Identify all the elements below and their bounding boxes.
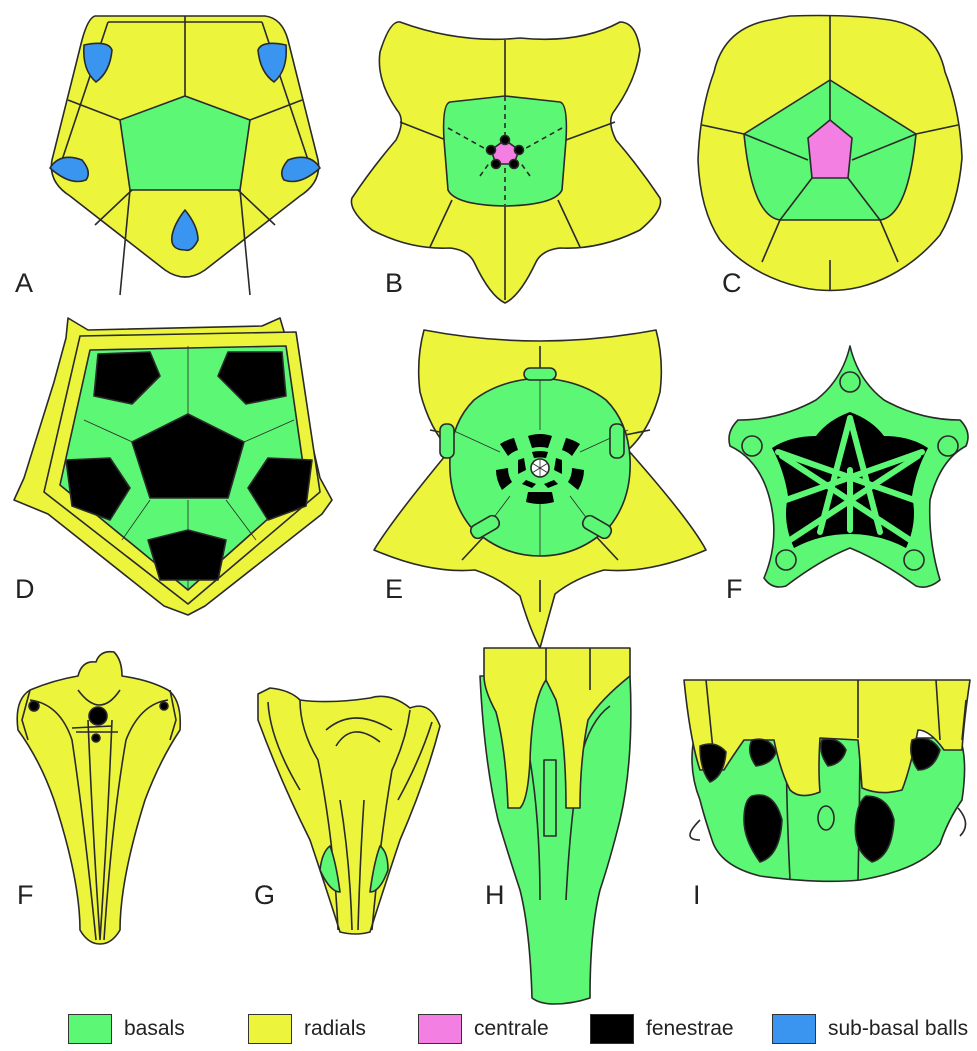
panel-f-star-figure: [729, 346, 968, 587]
panel-label-d: D: [15, 574, 35, 605]
panel-label-g: G: [254, 880, 275, 911]
panel-label-h: H: [485, 880, 505, 911]
panel-d-fenestra: [148, 530, 226, 580]
panel-label-f-lateral: F: [17, 880, 34, 911]
panel-label-c: C: [722, 268, 742, 299]
legend-item-sub-basal-balls: sub-basal balls: [772, 1014, 968, 1044]
legend-item-radials: radials: [248, 1014, 366, 1044]
legend-swatch-fenestrae: [590, 1014, 634, 1044]
legend-item-basals: basals: [68, 1014, 185, 1044]
panel-a-figure: [50, 16, 320, 295]
legend-label-fenestrae: fenestrae: [646, 1017, 734, 1041]
panel-h-figure: [480, 648, 631, 1004]
panel-label-b: B: [385, 268, 403, 299]
legend-swatch-radials: [248, 1014, 292, 1044]
panel-label-f-star: F: [726, 574, 743, 605]
legend-item-fenestrae: fenestrae: [590, 1014, 734, 1044]
panel-c-figure: [698, 16, 962, 291]
legend-swatch-basals: [68, 1014, 112, 1044]
panel-b-figure: [351, 22, 660, 303]
panel-g-figure: [258, 688, 440, 934]
panel-e-figure: [374, 330, 706, 648]
panel-label-a: A: [15, 268, 33, 299]
legend-label-centrale: centrale: [474, 1017, 549, 1041]
panel-i-figure: [684, 680, 970, 881]
panel-d-figure: [14, 318, 332, 615]
legend: basals radials centrale fenestrae sub-ba…: [0, 1014, 977, 1048]
legend-label-sub-basal-balls: sub-basal balls: [828, 1017, 968, 1041]
legend-swatch-centrale: [418, 1014, 462, 1044]
legend-swatch-sub-basal-balls: [772, 1014, 816, 1044]
legend-label-basals: basals: [124, 1017, 185, 1041]
legend-item-centrale: centrale: [418, 1014, 549, 1044]
legend-label-radials: radials: [304, 1017, 366, 1041]
panel-label-i: I: [693, 880, 701, 911]
panel-label-e: E: [385, 574, 403, 605]
panel-f-lateral-figure: [17, 652, 180, 944]
